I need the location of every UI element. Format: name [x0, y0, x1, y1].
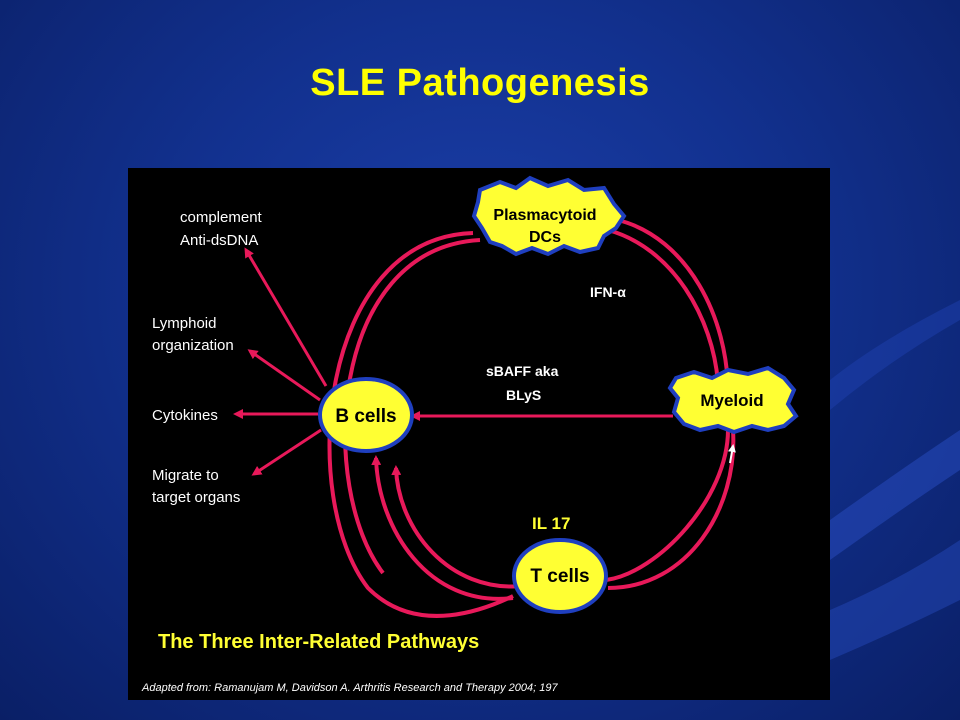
b-cells-label: B cells: [335, 406, 396, 427]
arrow-to-complement: [244, 247, 328, 387]
pathway-diagram: complement Anti-dsDNA Lymphoid organizat…: [141, 175, 799, 694]
dcs-label: DCs: [529, 229, 561, 246]
lymphoid-label: Lymphoid: [152, 315, 216, 332]
citation: Adapted from: Ramanujam M, Davidson A. A…: [141, 682, 558, 694]
right-inner-arc: [607, 228, 720, 384]
white-arrow: [728, 444, 736, 464]
t-cells-node: T cells: [512, 538, 608, 614]
plasmacytoid-label: Plasmacytoid: [493, 207, 596, 224]
slide-title: SLE Pathogenesis: [310, 62, 650, 104]
myeloid-node: Myeloid: [667, 365, 799, 435]
plasmacytoid-dcs-node: Plasmacytoid DCs: [471, 175, 627, 257]
blys-label: BLyS: [506, 387, 541, 403]
b-cells-node: B cells: [318, 377, 414, 453]
inner-loop-arc: [343, 238, 481, 575]
complement-label: complement: [180, 209, 263, 226]
myeloid-label: Myeloid: [700, 391, 763, 410]
arrow-to-lymphoid: [247, 349, 321, 402]
outer-loop-arc: [327, 231, 514, 618]
lower-left-inner-arc: [391, 465, 524, 589]
diagram-caption: The Three Inter-Related Pathways: [158, 631, 479, 653]
anti-dsdna-label: Anti-dsDNA: [180, 232, 258, 249]
lower-left-arc-to-bcells: [371, 455, 514, 601]
il17-label: IL 17: [532, 514, 570, 533]
right-outer-arc: [617, 218, 730, 394]
tcells-to-lower-arc: [605, 429, 730, 582]
t-cells-label: T cells: [530, 566, 589, 587]
sbaff-label: sBAFF aka: [486, 363, 559, 379]
migrate-label: Migrate to: [152, 467, 219, 484]
ifn-alpha-label: IFN-α: [590, 284, 626, 300]
diagram-panel: complement Anti-dsDNA Lymphoid organizat…: [128, 168, 830, 700]
target-organs-label: target organs: [152, 489, 240, 506]
organization-label: organization: [152, 337, 234, 354]
lower-right-arc: [607, 429, 736, 590]
arrow-to-migrate: [251, 428, 322, 476]
cytokines-label: Cytokines: [152, 407, 218, 424]
